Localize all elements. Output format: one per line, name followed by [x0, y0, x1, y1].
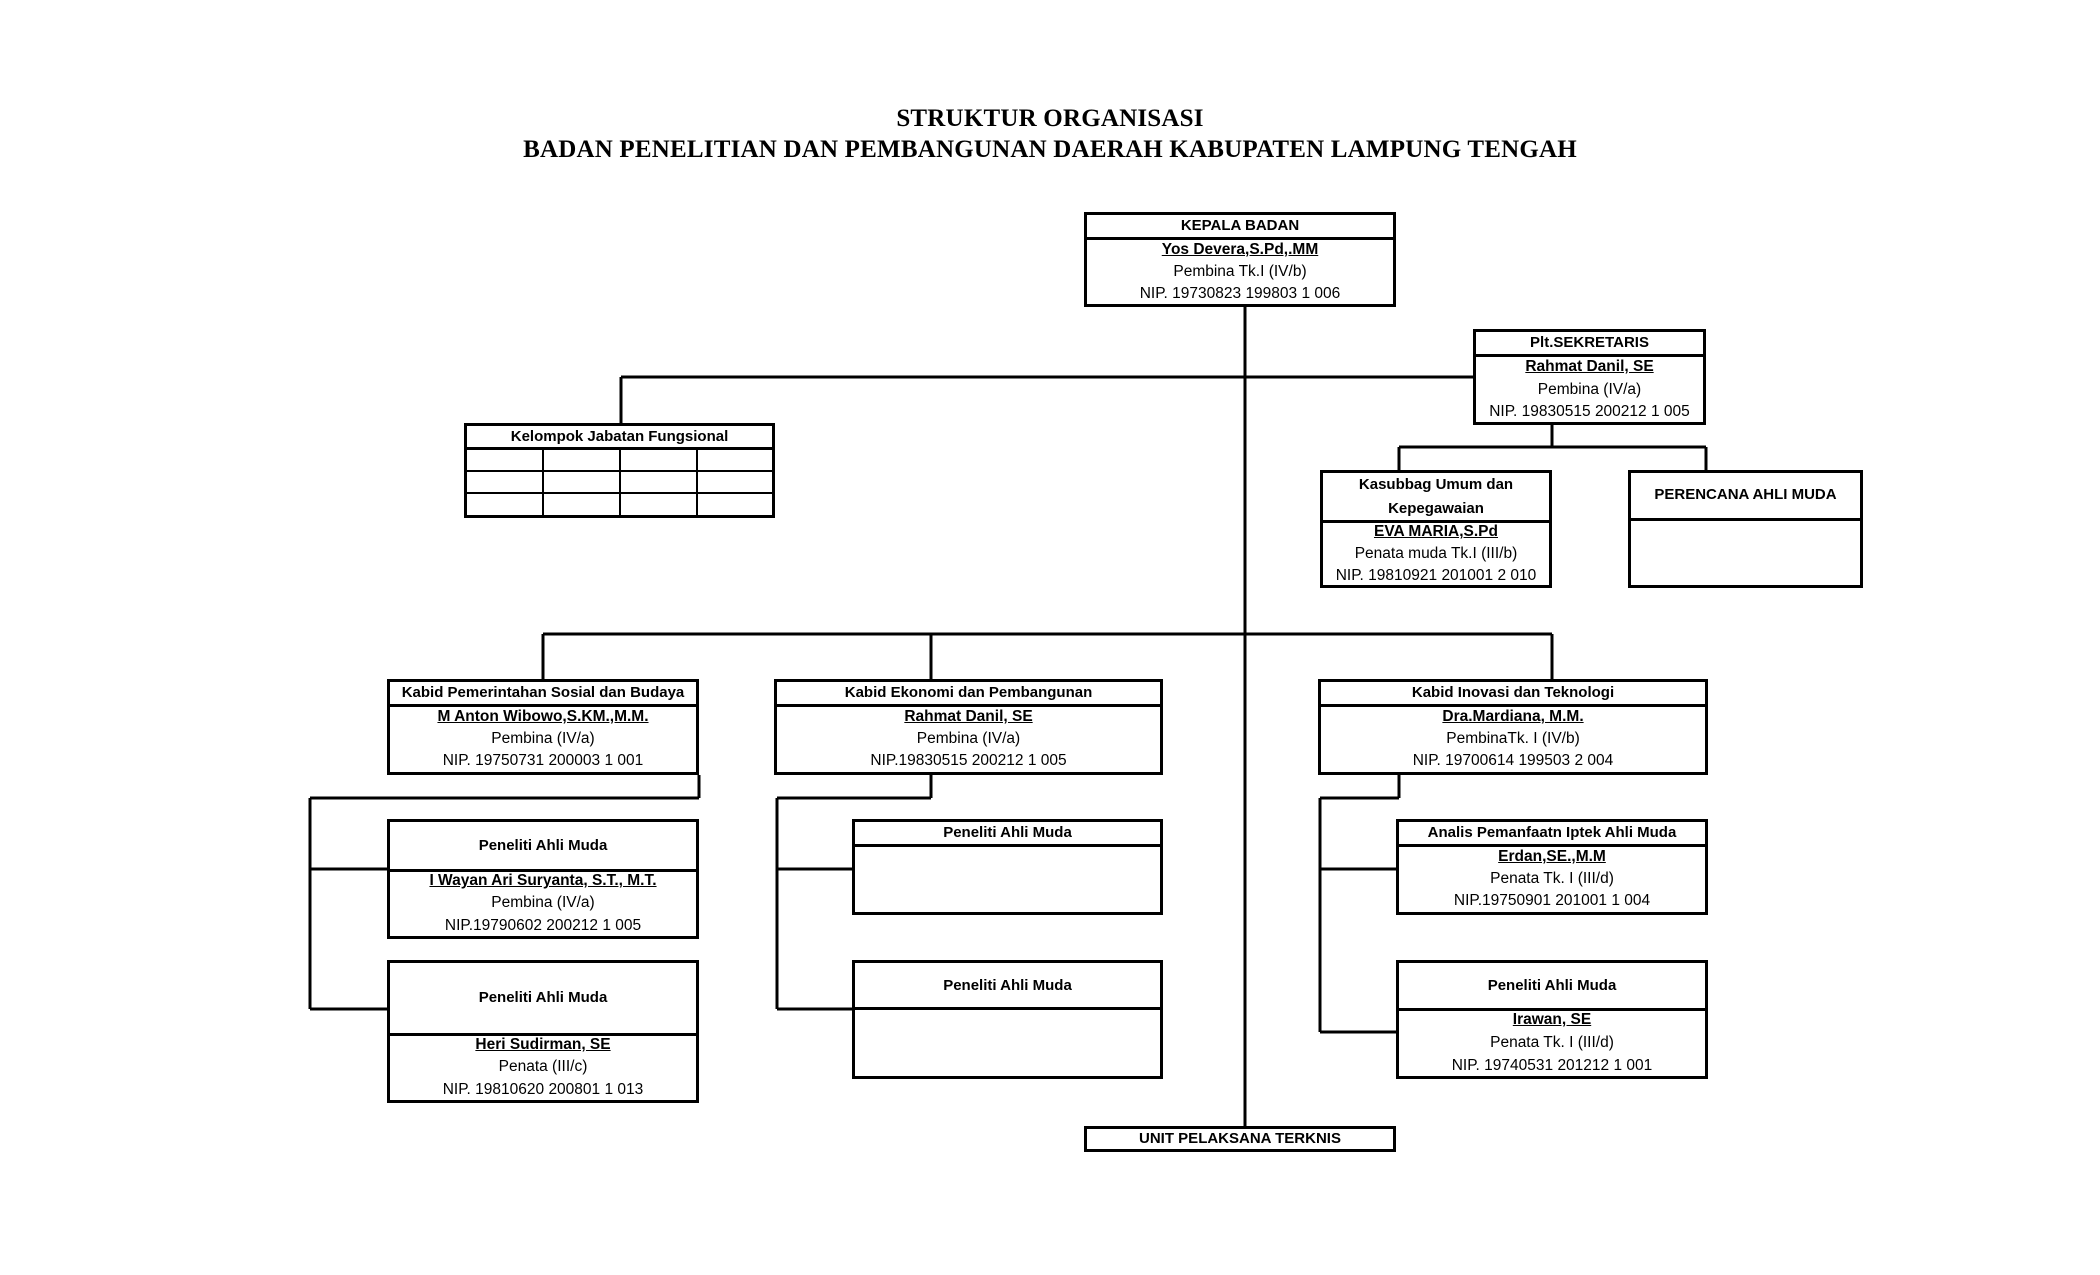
grid-cell — [544, 472, 621, 494]
pem-staff2-box: Peneliti Ahli Muda Heri Sudirman, SE Pen… — [387, 960, 699, 1103]
fungsional-role: Kelompok Jabatan Fungsional — [510, 428, 729, 445]
kabid-eko-role: Kabid Ekonomi dan Pembangunan — [844, 684, 1093, 701]
kepala-badan-box: KEPALA BADAN Yos Devera,S.Pd,.MM Pembina… — [1084, 212, 1396, 307]
ino-staff2-rank: Penata Tk. I (III/d) — [1490, 1034, 1614, 1051]
kasubbag-role-line2: Kepegawaian — [1388, 500, 1484, 517]
ino-staff2-role: Peneliti Ahli Muda — [1487, 977, 1617, 994]
grid-cell — [698, 494, 772, 515]
grid-cell — [467, 450, 544, 472]
kabid-eko-nip: NIP.19830515 200212 1 005 — [870, 752, 1067, 769]
grid-cell — [621, 450, 698, 472]
kasubbag-nip: NIP. 19810921 201001 2 010 — [1335, 567, 1537, 584]
kabid-pem-role: Kabid Pemerintahan Sosial dan Budaya — [401, 684, 685, 701]
ino-staff2-nip: NIP. 19740531 201212 1 001 — [1451, 1057, 1653, 1074]
upt-box: UNIT PELAKSANA TERKNIS — [1084, 1126, 1396, 1152]
kabid-ino-name: Dra.Mardiana, M.M. — [1442, 708, 1584, 725]
pem-staff2-name: Heri Sudirman, SE — [475, 1036, 611, 1053]
kasubbag-box: Kasubbag Umum dan Kepegawaian EVA MARIA,… — [1320, 470, 1552, 588]
sekretaris-box: Plt.SEKRETARIS Rahmat Danil, SE Pembina … — [1473, 329, 1706, 425]
kabid-ino-role: Kabid Inovasi dan Teknologi — [1411, 684, 1615, 701]
kabid-pem-rank: Pembina (IV/a) — [491, 730, 595, 747]
ino-staff1-rank: Penata Tk. I (III/d) — [1490, 870, 1614, 887]
kepala-rank: Pembina Tk.I (IV/b) — [1173, 263, 1307, 280]
eko-staff1-box: Peneliti Ahli Muda — [852, 819, 1163, 915]
kasubbag-name: EVA MARIA,S.Pd — [1373, 523, 1498, 540]
ino-staff1-nip: NIP.19750901 201001 1 004 — [1453, 892, 1651, 909]
kabid-ino-rank: PembinaTk. I (IV/b) — [1446, 730, 1580, 747]
ino-staff1-role: Analis Pemanfaatn Iptek Ahli Muda — [1427, 824, 1677, 841]
pem-staff1-name: I Wayan Ari Suryanta, S.T., M.T. — [429, 872, 657, 889]
pem-staff1-rank: Pembina (IV/a) — [491, 894, 595, 911]
grid-cell — [698, 450, 772, 472]
kasubbag-rank: Penata muda Tk.I (III/b) — [1354, 545, 1518, 562]
fungsional-box: Kelompok Jabatan Fungsional — [464, 423, 775, 518]
kabid-inovasi-box: Kabid Inovasi dan Teknologi Dra.Mardiana… — [1318, 679, 1708, 775]
eko-staff1-role: Peneliti Ahli Muda — [943, 824, 1072, 841]
ino-staff1-name: Erdan,SE.,M.M — [1498, 848, 1606, 865]
pem-staff1-nip: NIP.19790602 200212 1 005 — [444, 917, 642, 934]
kasubbag-role-line1: Kasubbag Umum dan — [1358, 476, 1514, 493]
grid-cell — [544, 450, 621, 472]
kepala-name: Yos Devera,S.Pd,.MM — [1161, 241, 1319, 258]
sekretaris-nip: NIP. 19830515 200212 1 005 — [1489, 403, 1690, 420]
kabid-ekonomi-box: Kabid Ekonomi dan Pembangunan Rahmat Dan… — [774, 679, 1163, 775]
pem-staff2-rank: Penata (III/c) — [498, 1058, 588, 1075]
kepala-nip: NIP. 19730823 199803 1 006 — [1139, 285, 1341, 302]
ino-staff2-name: Irawan, SE — [1512, 1011, 1592, 1028]
kabid-pem-nip: NIP. 19750731 200003 1 001 — [442, 752, 644, 769]
pem-staff1-box: Peneliti Ahli Muda I Wayan Ari Suryanta,… — [387, 819, 699, 939]
sekretaris-role: Plt.SEKRETARIS — [1530, 334, 1649, 351]
grid-cell — [698, 472, 772, 494]
grid-cell — [544, 494, 621, 515]
pem-staff1-role: Peneliti Ahli Muda — [478, 837, 608, 854]
upt-role: UNIT PELAKSANA TERKNIS — [1139, 1130, 1341, 1147]
grid-cell — [467, 472, 544, 494]
grid-cell — [621, 472, 698, 494]
pem-staff2-nip: NIP. 19810620 200801 1 013 — [442, 1081, 644, 1098]
fungsional-grid — [467, 450, 772, 515]
sekretaris-rank: Pembina (IV/a) — [1537, 381, 1642, 398]
pem-staff2-role: Peneliti Ahli Muda — [478, 989, 608, 1006]
grid-cell — [467, 494, 544, 515]
kepala-role: KEPALA BADAN — [1180, 217, 1300, 234]
sekretaris-name: Rahmat Danil, SE — [1525, 358, 1654, 375]
perencana-box: PERENCANA AHLI MUDA — [1628, 470, 1863, 588]
kabid-pemerintahan-box: Kabid Pemerintahan Sosial dan Budaya M A… — [387, 679, 699, 775]
kabid-pem-name: M Anton Wibowo,S.KM.,M.M. — [437, 708, 649, 725]
kabid-eko-rank: Pembina (IV/a) — [916, 730, 1021, 747]
chart-subtitle: BADAN PENELITIAN DAN PEMBANGUNAN DAERAH … — [523, 136, 1577, 163]
ino-staff2-box: Peneliti Ahli Muda Irawan, SE Penata Tk.… — [1396, 960, 1708, 1079]
eko-staff2-box: Peneliti Ahli Muda — [852, 960, 1163, 1079]
ino-staff1-box: Analis Pemanfaatn Iptek Ahli Muda Erdan,… — [1396, 819, 1708, 915]
kabid-eko-name: Rahmat Danil, SE — [904, 708, 1033, 725]
chart-title: STRUKTUR ORGANISASI — [896, 105, 1204, 132]
grid-cell — [621, 494, 698, 515]
kabid-ino-nip: NIP. 19700614 199503 2 004 — [1412, 752, 1614, 769]
perencana-role: PERENCANA AHLI MUDA — [1654, 486, 1837, 503]
eko-staff2-role: Peneliti Ahli Muda — [943, 977, 1072, 994]
